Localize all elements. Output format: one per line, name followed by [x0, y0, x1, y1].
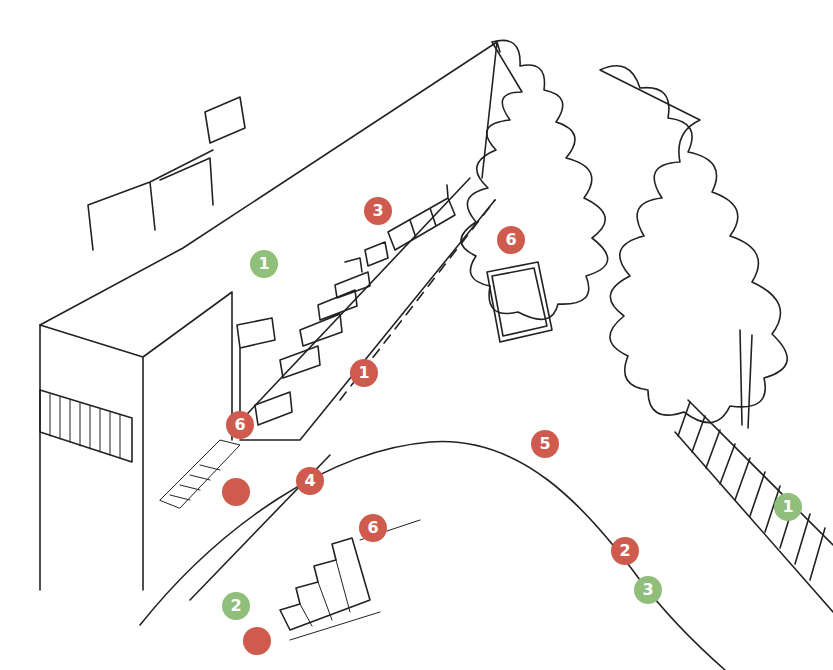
marker-dot: [222, 478, 250, 506]
rooftop-structure: [88, 150, 213, 250]
path-curve: [140, 442, 725, 670]
alley-edge: [190, 178, 495, 600]
callout-number: 1: [774, 493, 802, 521]
callout-number: 4: [296, 467, 324, 495]
sketch-lines: [40, 40, 833, 670]
callout-number: 1: [350, 359, 378, 387]
building-block: [40, 292, 232, 590]
rooftop-box: [205, 97, 245, 143]
callout-number: 6: [226, 411, 254, 439]
callout-number: 5: [531, 430, 559, 458]
tree-trunk: [740, 330, 752, 428]
awning: [40, 390, 132, 462]
alley-centerline: [340, 200, 495, 400]
callout-number: 6: [497, 226, 525, 254]
stairs: [280, 538, 370, 630]
planter: [487, 262, 552, 342]
steps: [255, 272, 370, 425]
stair-lines: [300, 560, 350, 626]
callout-number: 2: [611, 537, 639, 565]
fence-rail: [675, 400, 833, 612]
empty-markers: [222, 478, 271, 655]
crate: [345, 242, 388, 272]
marker-dot: [243, 627, 271, 655]
bench: [388, 185, 455, 250]
awning-hatch: [50, 394, 120, 458]
callout-number: 2: [222, 592, 250, 620]
ground-line: [290, 520, 420, 640]
tree: [461, 40, 608, 319]
callout-number: 3: [364, 197, 392, 225]
callout-number: 6: [359, 514, 387, 542]
tree: [600, 66, 787, 423]
callout-number: 1: [250, 250, 278, 278]
fence-post: [678, 402, 825, 580]
callout-number: 3: [634, 576, 662, 604]
